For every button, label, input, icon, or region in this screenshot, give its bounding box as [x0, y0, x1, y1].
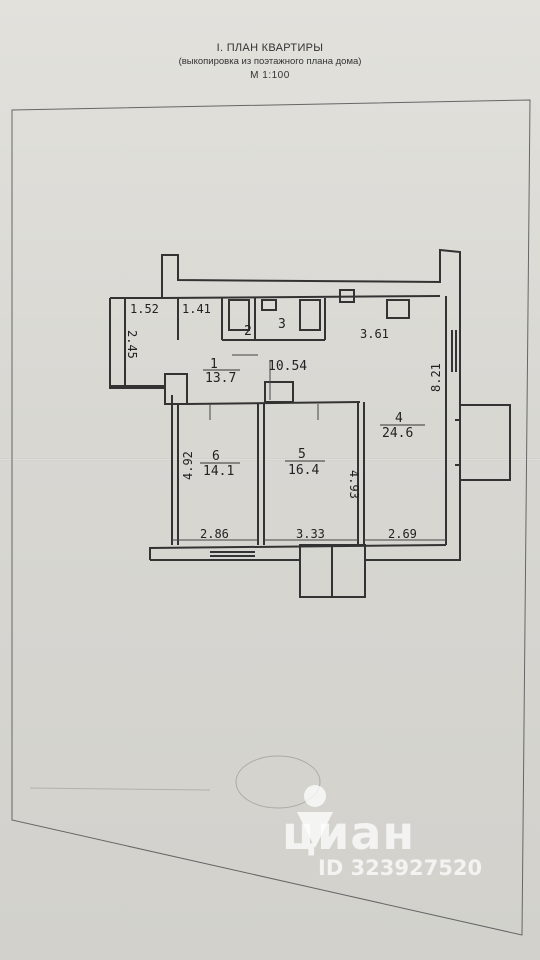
dim-1-41: 1.41	[182, 302, 211, 316]
dim-4-93: 4.93	[347, 470, 361, 499]
room-1-area: 13.7	[205, 371, 236, 386]
walls	[109, 248, 511, 598]
room-3-number: 3	[278, 317, 286, 332]
dim-3-33: 3.33	[296, 527, 325, 541]
dim-3-61: 3.61	[360, 327, 389, 341]
stamp	[29, 755, 321, 809]
watermark-id: ID 323927520	[318, 856, 483, 880]
watermark-logo-icon	[297, 785, 333, 848]
room-2-number: 2	[244, 324, 252, 339]
room-6-area: 14.1	[203, 464, 234, 479]
document-scale: М 1:100	[250, 70, 290, 81]
paper-fold	[0, 458, 540, 461]
room-6-number: 6	[212, 449, 220, 464]
dim-8-21: 8.21	[429, 363, 443, 392]
room-1-number: 1	[210, 357, 218, 372]
dim-1-52: 1.52	[130, 302, 159, 316]
dimension-lines	[172, 354, 446, 541]
dim-2-69: 2.69	[388, 527, 417, 541]
document-title: I. ПЛАН КВАРТИРЫ	[216, 42, 324, 54]
room-4-number: 4	[395, 411, 403, 426]
room-4-area: 24.6	[382, 426, 413, 441]
page-frame	[11, 99, 531, 936]
dim-2-86: 2.86	[200, 527, 229, 541]
room-5-area: 16.4	[288, 463, 319, 478]
document-subtitle: (выкопировка из поэтажного плана дома)	[178, 56, 362, 67]
watermark-brand: циан	[282, 806, 416, 860]
room-5-number: 5	[298, 447, 306, 462]
room-3-area: 10.54	[268, 359, 307, 374]
dim-4-92: 4.92	[181, 451, 195, 480]
dim-2-45: 2.45	[125, 330, 139, 359]
